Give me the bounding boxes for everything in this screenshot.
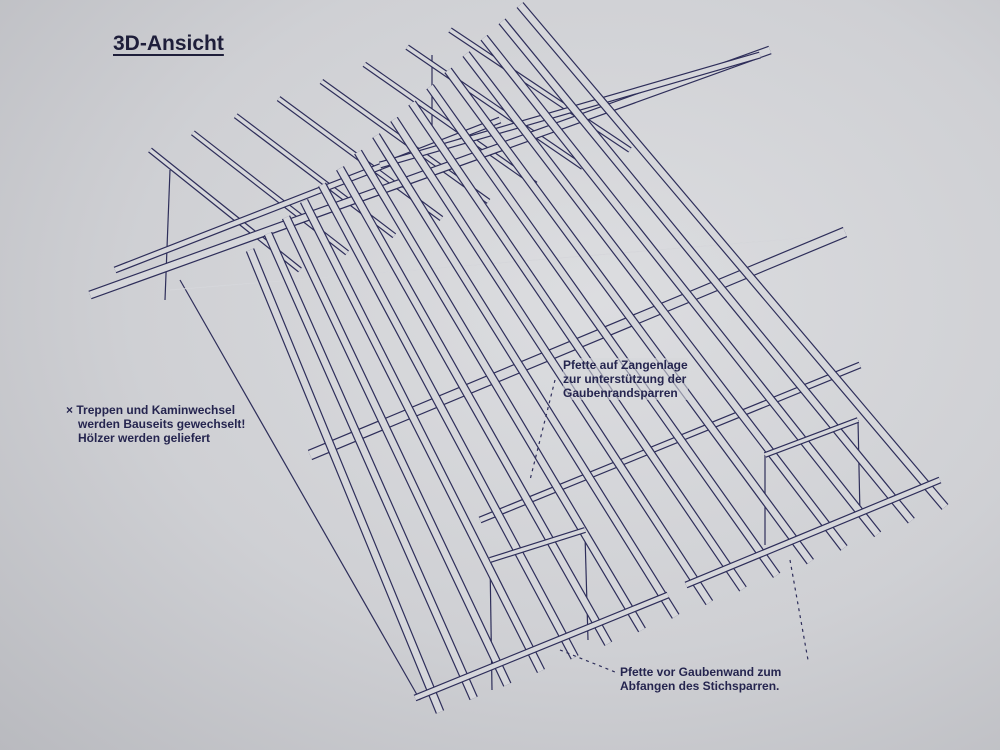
- tie-purlin: [478, 361, 862, 524]
- rafter: [318, 182, 579, 660]
- note-line: Gaubenrandsparren: [563, 386, 678, 400]
- rafter: [426, 84, 781, 578]
- rafter: [390, 116, 714, 606]
- rafter: [462, 51, 848, 551]
- rafter: [354, 149, 646, 633]
- leader-line: [559, 649, 616, 673]
- rafter: [245, 248, 445, 714]
- rafter: [299, 198, 546, 674]
- leader-line: [529, 379, 556, 481]
- gable-post: [164, 169, 171, 301]
- note-line: Pfette vor Gaubenwand zum: [620, 665, 782, 679]
- note-line: zur unterstützung der: [563, 372, 687, 386]
- rafter: [480, 34, 882, 538]
- note-line: Abfangen des Stichsparren.: [620, 679, 780, 693]
- eave-purlin: [413, 591, 670, 702]
- note-marker: ×: [66, 403, 74, 417]
- rafter: [263, 231, 478, 701]
- dormer-wall-edge: [857, 419, 861, 516]
- rafter: [444, 67, 814, 565]
- note-line: Treppen und Kaminwechsel: [76, 403, 236, 417]
- dormer-header: [763, 417, 860, 458]
- rafter: [372, 133, 680, 619]
- back-rafter: [362, 61, 538, 187]
- rafter: [408, 100, 747, 592]
- rafter: [336, 166, 613, 646]
- gable-edge: [179, 279, 421, 701]
- note-line: werden Bauseits gewechselt!: [78, 417, 246, 431]
- back-rafter: [448, 27, 632, 153]
- rafter: [281, 215, 512, 687]
- rafter: [498, 18, 915, 524]
- note-stairs-chimney: × Treppen und Kaminwechsel werden Bausei…: [66, 403, 245, 445]
- note-purlin-wall: Pfette vor Gaubenwand zum Abfangen des S…: [620, 665, 781, 693]
- leader-line: [789, 559, 809, 661]
- dormer-wall-edge: [584, 534, 589, 641]
- rafter: [516, 2, 949, 510]
- note-line: Pfette auf Zangenlage: [563, 358, 688, 372]
- dormer-header: [489, 527, 586, 563]
- note-line: Hölzer werden geliefert: [78, 431, 211, 445]
- note-purlin-tie: Pfette auf Zangenlage zur unterstützung …: [563, 358, 688, 400]
- drawing-title: 3D-Ansicht: [113, 32, 224, 55]
- eave-purlin: [684, 476, 942, 589]
- back-rafter: [405, 44, 585, 170]
